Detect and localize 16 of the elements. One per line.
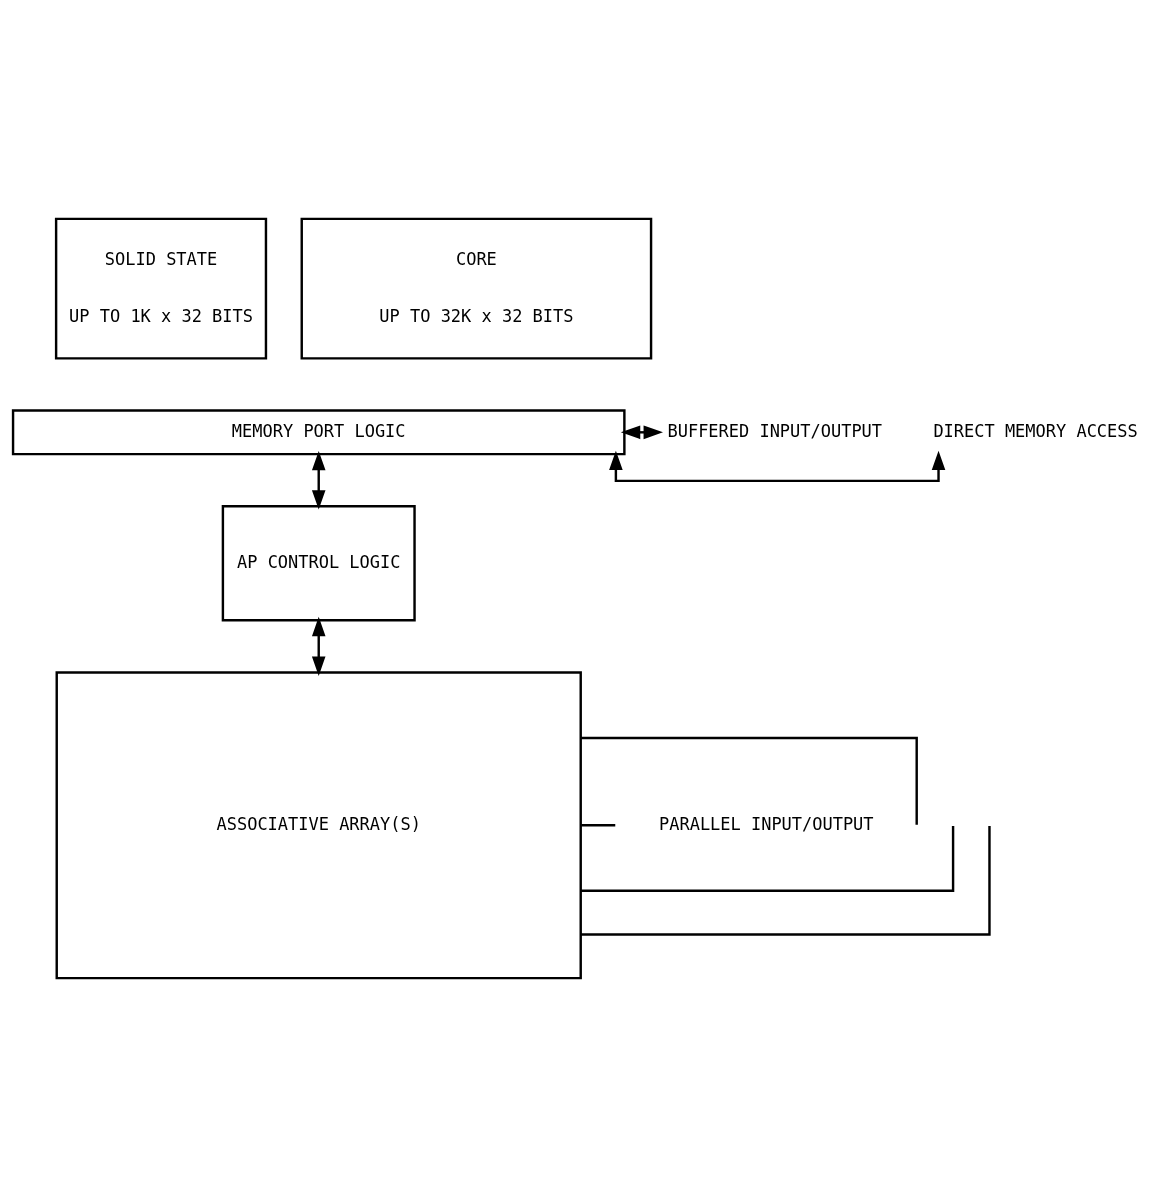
- node-box: AP CONTROL LOGIC: [221, 504, 416, 622]
- node-box: CORE UP TO 32K x 32 BITS: [300, 217, 653, 360]
- node-text: DIRECT MEMORY ACCESS: [933, 420, 1138, 441]
- connector: [581, 736, 918, 825]
- label: PARALLEL INPUT/OUTPUT: [659, 813, 874, 834]
- connector: [580, 825, 955, 892]
- node-text: BUFFERED INPUT/OUTPUT: [667, 420, 883, 441]
- arrow: [311, 616, 326, 676]
- node-box: ASSOCIATIVE ARRAY(S): [55, 670, 582, 979]
- arrow: [311, 450, 326, 510]
- arrow: [609, 450, 946, 482]
- connector: [580, 825, 991, 936]
- arrow: [620, 425, 663, 439]
- node-box: SOLID STATE UP TO 1K x 32 BITS: [54, 217, 268, 360]
- node-box: MEMORY PORT LOGIC: [11, 408, 626, 455]
- connector: [581, 823, 616, 827]
